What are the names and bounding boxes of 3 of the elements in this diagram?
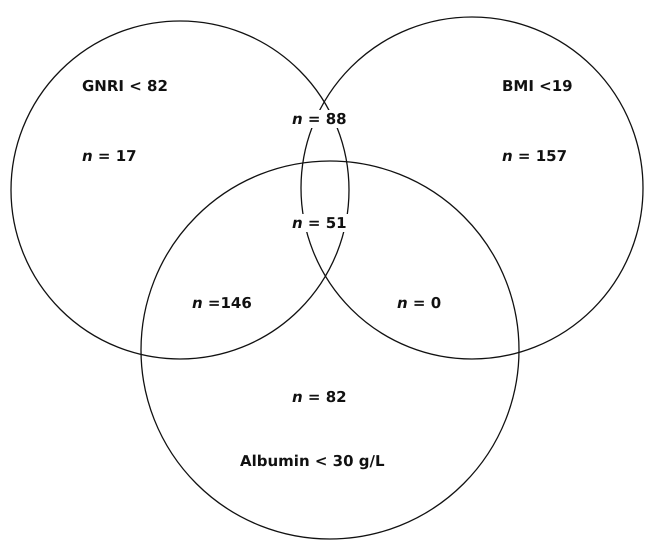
set-label: Albumin < 30 g/L (238, 452, 386, 470)
count-label: n = 88 (290, 110, 349, 128)
count-label: n = 51 (290, 214, 349, 232)
